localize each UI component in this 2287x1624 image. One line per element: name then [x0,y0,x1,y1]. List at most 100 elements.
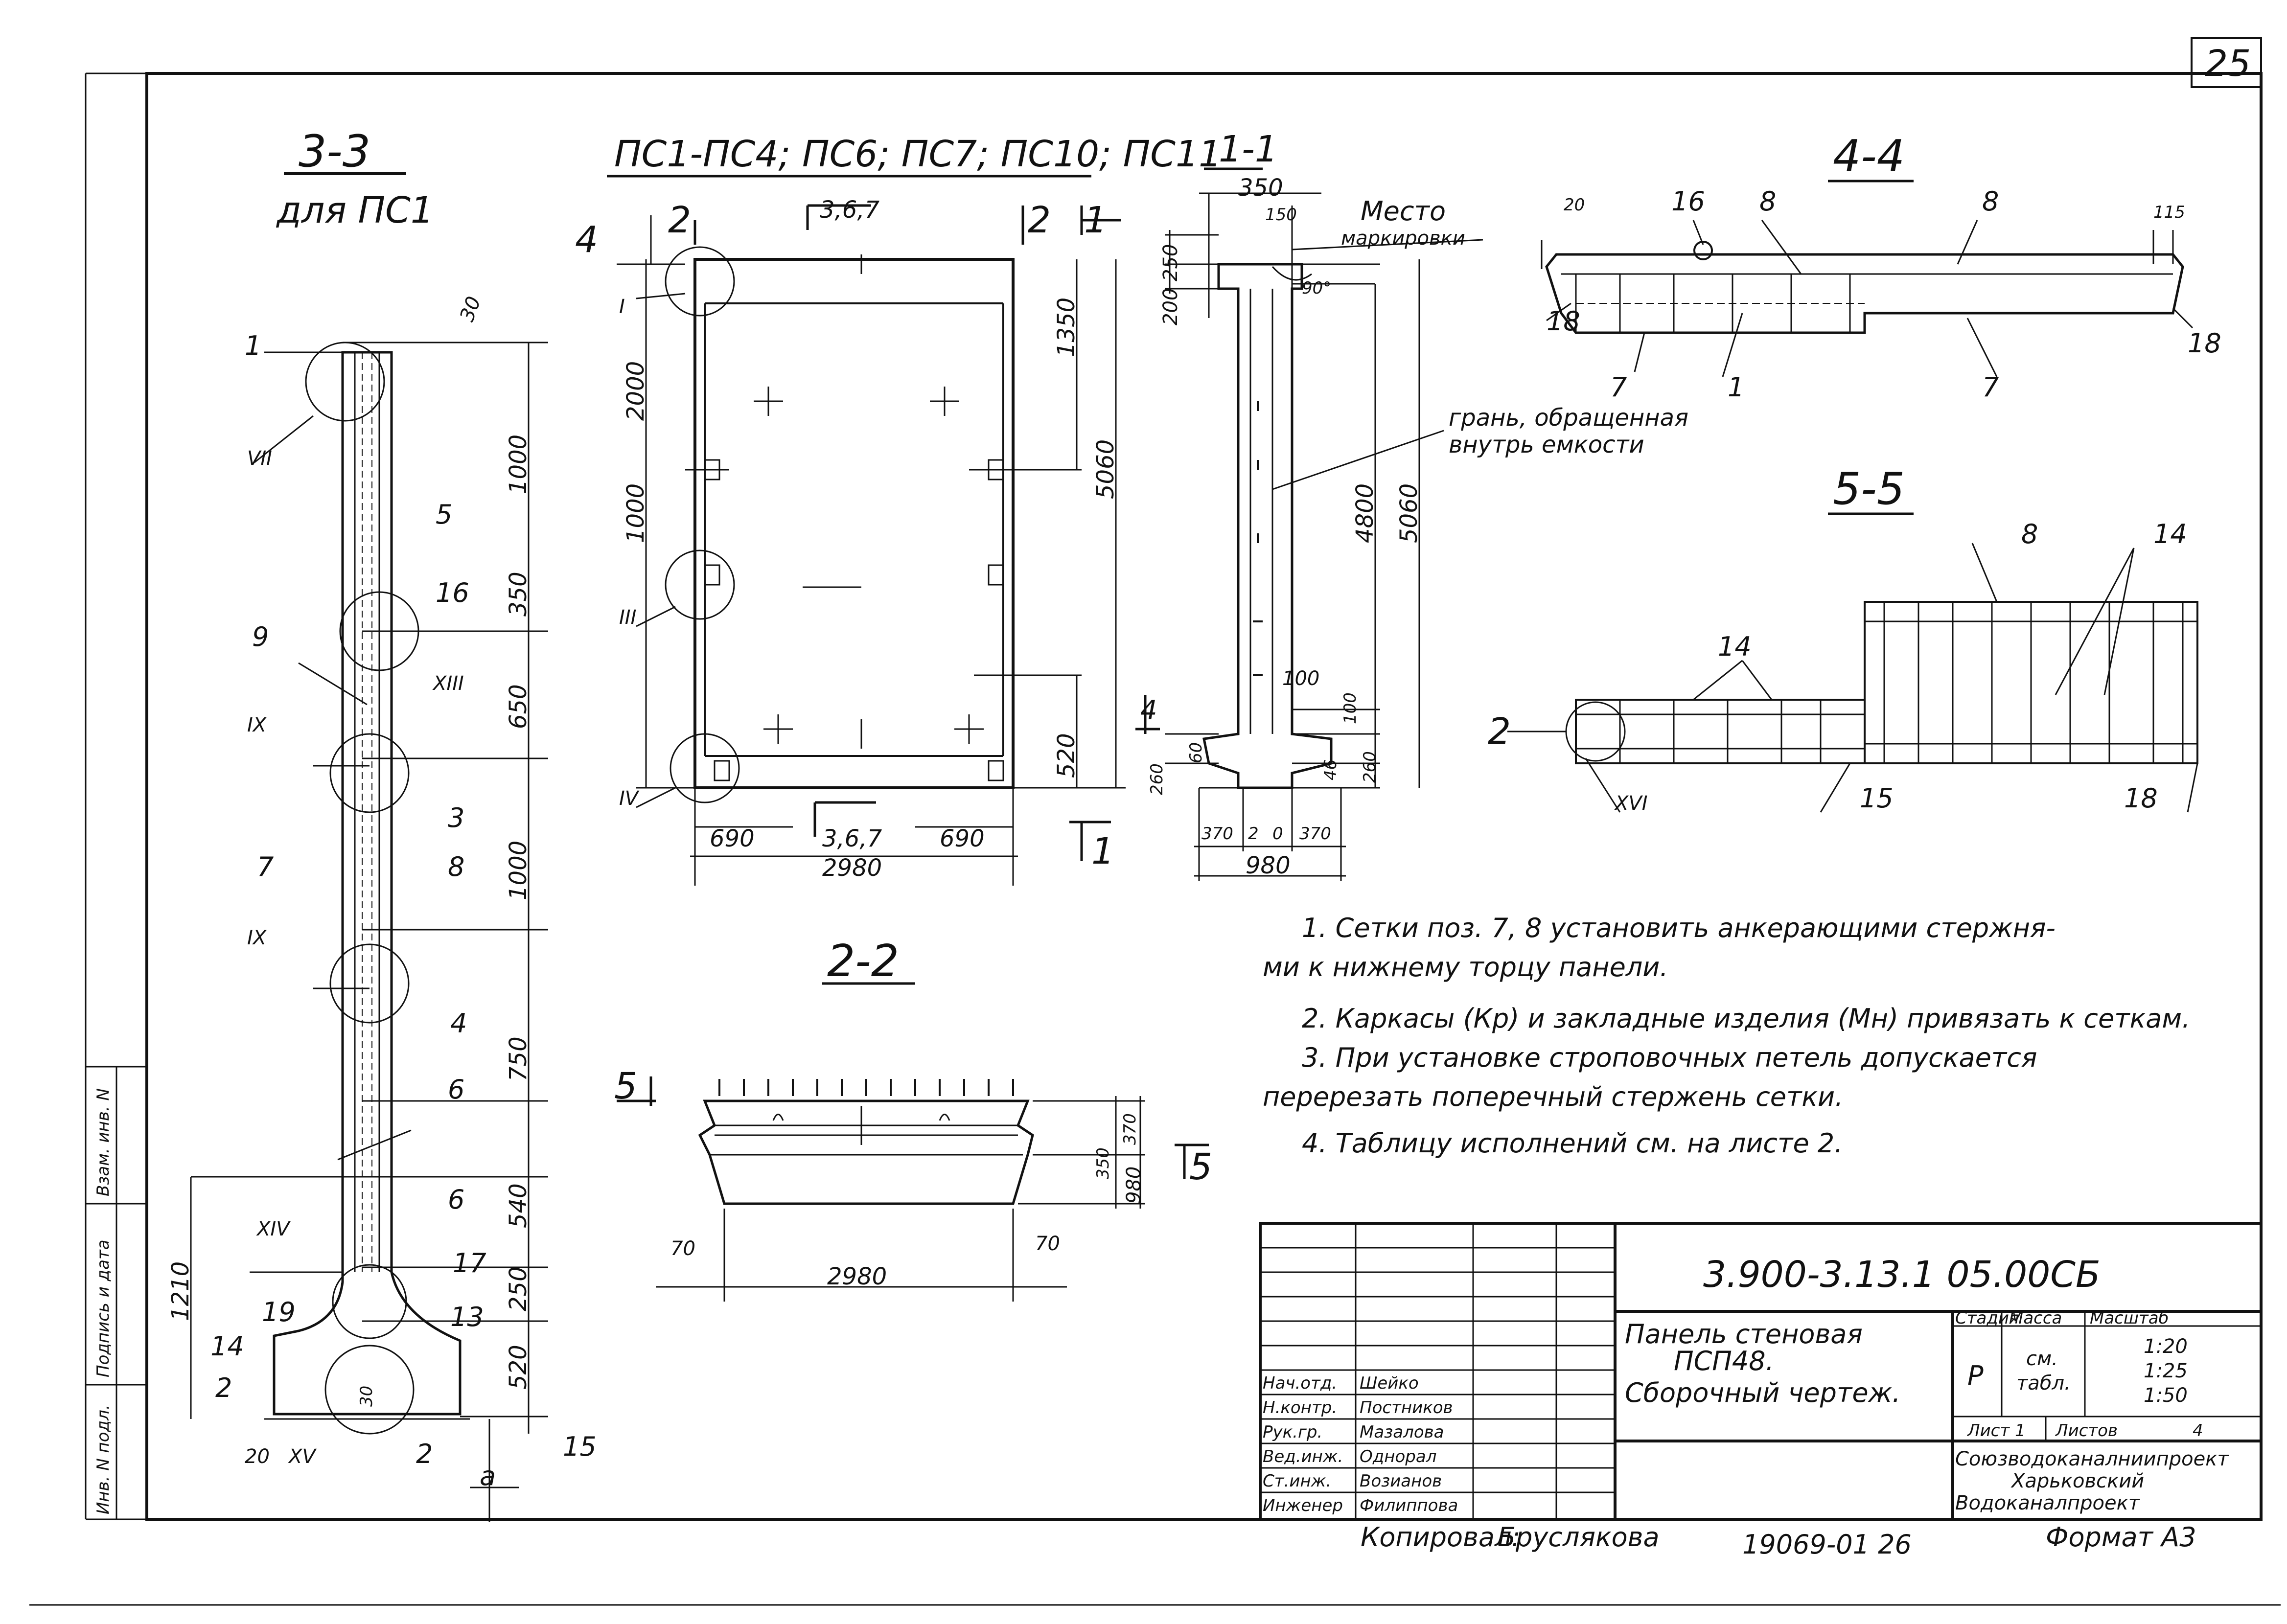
section-4-4: 4-4 20 16 8 8 [1541,131,2221,403]
staff-role: Рук.гр. [1263,1422,1322,1442]
s33-dim-1000b: 1000 [505,841,532,900]
s22-section-mark-5-right: 5 [1189,1146,1212,1188]
s11-dim-2: 2 [1248,824,1259,844]
panel-elevation: ПС1-ПС4; ПС6; ПС7; ПС10; ПС11 [575,133,1222,886]
elev-dim-520: 520 [1053,733,1080,778]
elev-node-III: III [619,606,636,629]
staff-name: Мазалова [1360,1422,1444,1442]
s33-dim-1210: 1210 [167,1261,194,1321]
staff-name: Возианов [1360,1471,1442,1491]
s22-section-mark-5-left: 5 [614,1065,637,1107]
s11-dim-150: 150 [1265,205,1297,225]
s11-angle: 90° [1302,278,1331,298]
s11-face-note-2: внутрь емкости [1449,431,1644,458]
s11-section-mark-4: 4 [1140,695,1157,726]
s33-pos-1: 1 [245,330,261,361]
footer-order: 19069-01 26 [1742,1529,1912,1560]
s33-pos-7: 7 [257,851,274,882]
title-block: 3.900-3.13.1 05.00СБ Панель стеновая ПСП… [1259,1222,2263,1521]
footer: Копировал: Бруслякова 19069-01 26 Формат… [1361,1522,2196,1560]
s33-dim-540: 540 [505,1183,532,1228]
margin-stamp: Инв. N подл. Подпись и дата Взам. инв. N [93,1088,113,1514]
s44-pos-16: 16 [1671,186,1705,217]
scale-value-1: 1:20 [2144,1335,2188,1358]
footer-format: Формат А3 [2046,1522,2196,1553]
s33-dim-250: 250 [505,1266,532,1311]
s33-pos-4: 4 [450,1008,467,1039]
scale-value-2: 1:25 [2144,1360,2188,1382]
s11-dim-980: 980 [1246,852,1291,879]
elev-section-mark-4: 4 [575,219,598,261]
elev-dim-5060: 5060 [1092,439,1119,499]
elev-node-IV: IV [619,787,640,810]
scale-value-3: 1:50 [2144,1384,2188,1407]
s55-section-mark-2: 2 [1488,710,1511,753]
section-4-4-title: 4-4 [1833,131,1905,182]
s33-node-XIII: XIII [432,672,464,695]
s44-pos-8-right: 8 [1982,186,1999,217]
s33-pos-5: 5 [436,499,452,530]
s55-pos-8: 8 [2021,519,2038,549]
elev-dim-690-right: 690 [940,825,985,852]
org-3: Водоканалпроект [1955,1492,2141,1514]
s11-dim-46: 46 [1321,759,1340,780]
elev-dim-1350: 1350 [1053,297,1080,357]
margin-vzam: Взам. инв. N [93,1088,113,1196]
s11-dim-60: 60 [1186,742,1206,763]
s11-dim-370-left: 370 [1201,824,1233,844]
s33-pos-3: 3 [448,802,464,833]
s33-pos-8: 8 [448,851,464,882]
section-2-2-title: 2-2 [827,936,899,987]
elev-section-mark-2-left: 2 [668,199,691,241]
s55-pos-14-right: 14 [2153,519,2187,549]
doc-code: 3.900-3.13.1 05.00СБ [1703,1254,2101,1296]
note-2: 2. Каркасы (Кр) и закладные изделия (Мн)… [1302,1003,2190,1034]
s33-pos-15: 15 [563,1431,597,1462]
staff-name: Филиппова [1360,1496,1458,1515]
s44-pos-18-right: 18 [2188,328,2221,359]
elev-node-I: I [619,296,625,318]
elev-dim-2000: 2000 [622,361,649,421]
s44-pos-1: 1 [1728,372,1744,403]
stage-value: Р [1967,1360,1984,1391]
s33-dim-650: 650 [505,684,532,729]
sheet-label: Лист 1 [1966,1421,2026,1441]
elev-section-mark-2-right: 2 [1028,199,1051,241]
s33-pos-19: 19 [262,1297,296,1327]
staff-rows: Нач.отд.ШейкоН.контр.ПостниковРук.гр.Маз… [1263,1373,1458,1515]
s33-dim-350: 350 [505,572,532,617]
s33-dim-20: 20 [245,1445,270,1468]
margin-inv-podl: Инв. N подл. [93,1404,113,1514]
s33-dim-750: 750 [505,1036,532,1081]
staff-name: Шейко [1360,1373,1419,1393]
general-notes: 1. Сетки поз. 7, 8 установить анкерающим… [1263,913,2190,1159]
staff-role: Вед.инж. [1263,1447,1343,1466]
doc-name-2: ПСП48. [1674,1346,1774,1376]
note-4: 4. Таблицу исполнений см. на листе 2. [1302,1128,1843,1159]
footer-copied: Копировал: [1361,1522,1521,1553]
margin-podpis: Подпись и дата [93,1239,113,1377]
staff-role: Н.контр. [1263,1398,1337,1418]
section-5-5-title: 5-5 [1833,463,1905,515]
s44-dim-20: 20 [1564,195,1585,215]
staff-role: Инженер [1263,1496,1343,1515]
mass-value-2: табл. [2016,1372,2071,1395]
s33-node-IX-top: IX [247,714,267,736]
s55-pos-14-left: 14 [1718,631,1752,662]
s22-dim-980: 980 [1123,1167,1145,1204]
elev-dim-690-left: 690 [710,825,755,852]
s11-dim-250: 250 [1159,244,1182,281]
s33-pos-13: 13 [450,1302,484,1332]
s11-dim-260-right: 260 [1360,751,1380,783]
note-1a: 1. Сетки поз. 7, 8 установить анкерающим… [1302,913,2056,943]
s33-node-VII: VII [247,447,272,470]
section-5-5: 5-5 [1488,463,2198,815]
staff-name: Постников [1360,1398,1453,1418]
section-3-3-subtitle: для ПС1 [276,189,434,231]
s22-dim-70-right: 70 [1035,1233,1060,1255]
s44-dim-115: 115 [2153,203,2185,222]
staff-role: Ст.инж. [1263,1471,1331,1491]
s33-node-IX-bottom: IX [247,927,267,949]
elevation-title: ПС1-ПС4; ПС6; ПС7; ПС10; ПС11 [614,133,1222,175]
s33-pos-17: 17 [453,1248,486,1279]
